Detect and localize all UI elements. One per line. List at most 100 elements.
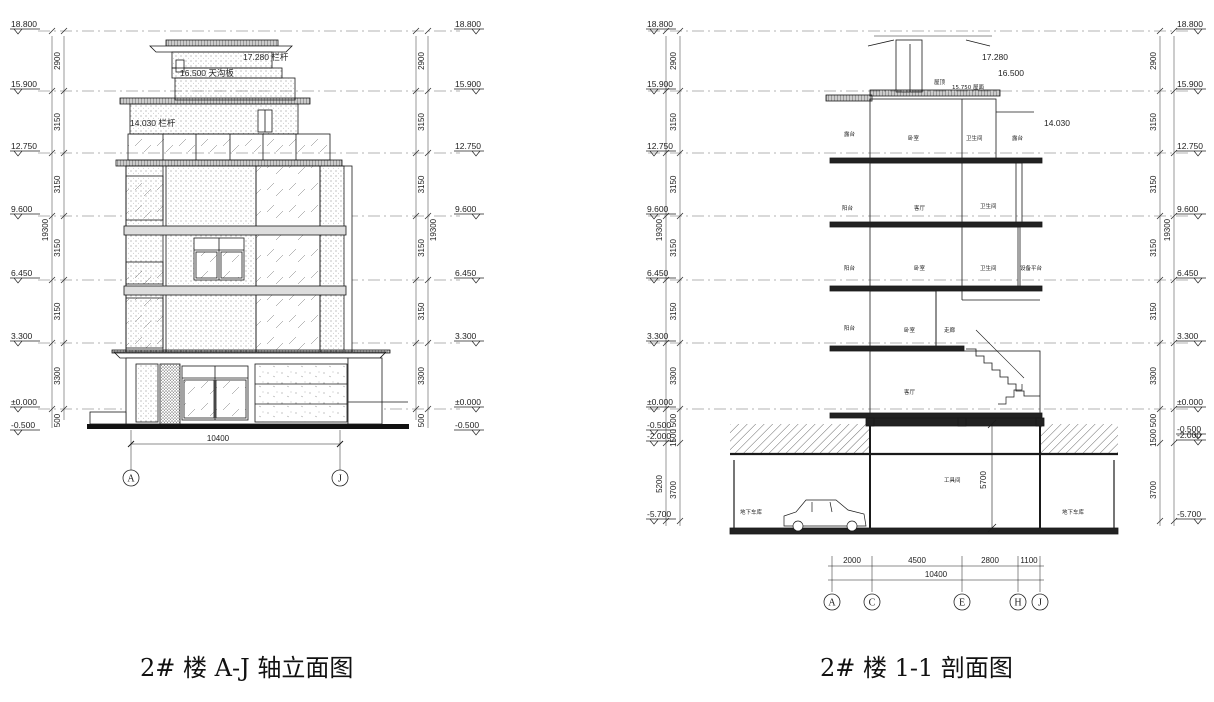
total-height-elev-r: 19300 [429, 218, 438, 241]
section-width-dim: 10400 [925, 570, 948, 579]
sect-level-left-3: 9.600 [646, 204, 676, 220]
sect-level-left-6-text: ±0.000 [647, 397, 673, 407]
sect-level-right-5: 3.300 [1176, 331, 1206, 347]
sect-axis-J: J [1031, 593, 1049, 611]
elev-level-left-5: 3.300 [10, 331, 40, 347]
floor-height-elev-l-6: 500 [53, 413, 62, 427]
sect-level-right-6-text: ±0.000 [1177, 397, 1203, 407]
elev-level-right-7-text: -0.500 [455, 420, 479, 430]
elev-level-right-4-text: 6.450 [455, 268, 477, 278]
elev-level-left-1-text: 15.900 [11, 79, 37, 89]
floor-height-elev-r-6: 500 [417, 413, 426, 427]
section-terrace-label: 14.030 [1044, 118, 1070, 128]
room-f3-mid: 客厅 [914, 204, 926, 212]
sect-level-right-9-text: -5.700 [1177, 509, 1201, 519]
sect-level-left-2: 12.750 [646, 141, 676, 157]
floor-height-elev-l-4: 3150 [53, 302, 62, 320]
floor-height-sect-l-2: 3150 [669, 175, 678, 193]
floor-height-sect-r-5: 3300 [1149, 367, 1158, 385]
basement-total-dim: 5200 [655, 475, 664, 493]
sect-level-left-5-text: 3.300 [647, 331, 669, 341]
sect-level-left-8-text: -2.000 [647, 431, 671, 441]
section-drawing [729, 35, 1119, 592]
floor-height-elev-l-1: 3150 [53, 113, 62, 131]
bay-dim-4: 1100 [1020, 556, 1038, 565]
elev-level-right-5: 3.300 [454, 331, 484, 347]
floor-height-sect-r-4: 3150 [1149, 302, 1158, 320]
sect-level-right-4-text: 6.450 [1177, 268, 1199, 278]
basement-dim-a-sect-r: 1500 [1149, 429, 1158, 447]
sect-axis-H: H [1009, 593, 1027, 611]
elev-level-left-4-text: 6.450 [11, 268, 33, 278]
total-height-sect-l: 19300 [655, 218, 664, 241]
elev-level-right-0-text: 18.800 [455, 19, 481, 29]
floor-height-sect-r-2: 3150 [1149, 175, 1158, 193]
svg-text:E: E [959, 598, 965, 609]
level-dash-lines [38, 30, 1192, 410]
room-f3-left: 阳台 [842, 204, 854, 212]
sect-level-left-4-text: 6.450 [647, 268, 669, 278]
room-f4-left: 露台 [844, 130, 856, 138]
sect-level-right-8: -2.000 [1176, 430, 1206, 446]
elev-level-left-2-text: 12.750 [11, 141, 37, 151]
floor-height-sect-l-6: 500 [669, 413, 678, 427]
svg-text:H: H [1014, 598, 1021, 609]
elevation-drawing [87, 39, 409, 470]
floor-height-sect-l-3: 3150 [669, 239, 678, 257]
sect-level-right-9: -5.700 [1176, 509, 1206, 525]
terrace-railing-label: 14.030 栏杆 [130, 118, 176, 128]
floor-height-sect-l-4: 3150 [669, 302, 678, 320]
svg-text:A: A [828, 598, 836, 609]
room-labels: 屋顶 露台 卧室 卫生间 露台 阳台 客厅 卫生间 阳台 卧室 卫生间 设备平台… [740, 79, 1085, 516]
section-railing-label: 17.280 [982, 52, 1008, 62]
room-top: 屋顶 [934, 79, 946, 86]
sect-level-right-7: -0.500 [1176, 424, 1206, 440]
elev-level-right-6: ±0.000 [454, 397, 484, 413]
sect-level-left-6: ±0.000 [646, 397, 676, 413]
roof-level-label: 16.500 天沟板 [180, 68, 234, 78]
sect-level-left-5: 3.300 [646, 331, 676, 347]
elev-level-left-6-text: ±0.000 [11, 397, 37, 407]
sect-level-right-3-text: 9.600 [1177, 204, 1199, 214]
svg-text:A: A [127, 474, 135, 485]
elev-level-left-0: 18.800 [10, 19, 40, 35]
sect-level-right-1: 15.900 [1176, 79, 1206, 95]
inner-height-dim: 5700 [979, 471, 988, 489]
room-f1-mid: 卧室 [904, 326, 916, 334]
floor-height-sect-r-1: 3150 [1149, 113, 1158, 131]
floor-height-elev-l-2: 3150 [53, 175, 62, 193]
bay-dim-3: 2800 [981, 556, 999, 565]
room-f1-left: 阳台 [844, 324, 856, 332]
railing-top-label: 17.280 栏杆 [243, 52, 289, 62]
section-annotations: 17.280 16.500 15.750 屋面 14.030 5700 1040… [843, 52, 1070, 579]
elev-level-left-0-text: 18.800 [11, 19, 37, 29]
elev-level-left-7-text: -0.500 [11, 420, 35, 430]
sect-level-left-9: -5.700 [646, 509, 676, 525]
elev-level-left-6: ±0.000 [10, 397, 40, 413]
total-height-elev-l: 19300 [41, 218, 50, 241]
sect-level-right-1-text: 15.900 [1177, 79, 1203, 89]
elev-level-right-3-text: 9.600 [455, 204, 477, 214]
section-roof-slab-label: 15.750 屋面 [952, 84, 984, 91]
sect-axis-C: C [863, 593, 881, 611]
elevation-annotations: 17.280 栏杆 16.500 天沟板 14.030 栏杆 10400 [130, 52, 289, 443]
elev-level-right-2-text: 12.750 [455, 141, 481, 151]
sect-axis-A: A [823, 593, 841, 611]
sect-level-left-7: -0.500 [646, 420, 676, 436]
elevation-width-dim: 10400 [207, 434, 230, 443]
sect-level-left-3-text: 9.600 [647, 204, 669, 214]
sect-level-right-2-text: 12.750 [1177, 141, 1203, 151]
sect-level-right-7-text: -0.500 [1177, 424, 1201, 434]
floor-height-sect-r-6: 500 [1149, 413, 1158, 427]
elev-level-right-6-text: ±0.000 [455, 397, 481, 407]
elev-level-right-5-text: 3.300 [455, 331, 477, 341]
room-f4-right: 卫生间 [966, 134, 983, 142]
car-illustration [783, 499, 867, 532]
sect-level-right-0-text: 18.800 [1177, 19, 1203, 29]
room-f4-mid: 卧室 [908, 134, 920, 142]
floor-height-sect-r-3: 3150 [1149, 239, 1158, 257]
svg-text:C: C [869, 598, 876, 609]
room-basement-right: 地下车库 [1062, 508, 1085, 516]
